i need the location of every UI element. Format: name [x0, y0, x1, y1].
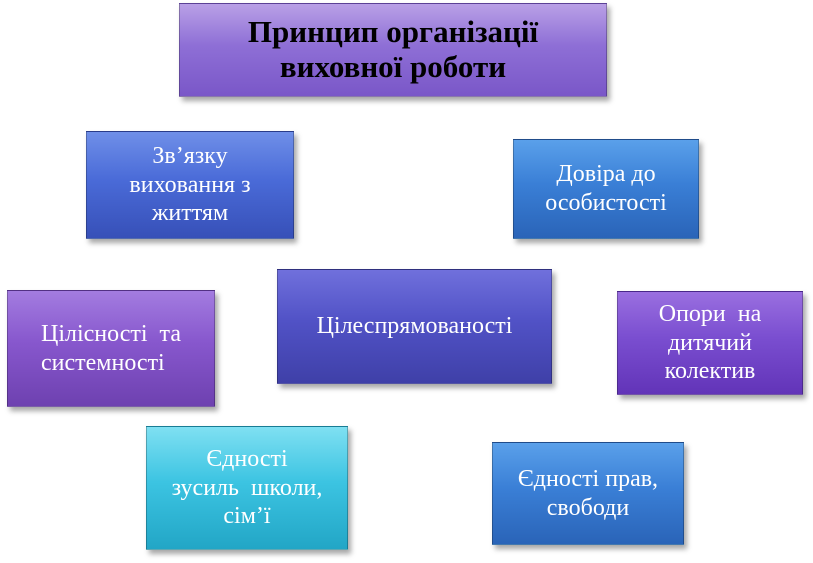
box-line: особистості — [545, 190, 667, 216]
diagram-title: Принцип організації виховної роботи — [179, 3, 607, 97]
box-line: колектив — [664, 358, 756, 385]
principle-box-connection-with-life: Зв’язку виховання з життям — [86, 131, 294, 239]
box-line: сім’ї — [223, 503, 271, 530]
box-line: виховання з — [129, 171, 251, 198]
box-line: Цілеспрямованості — [316, 313, 513, 340]
box-line: життям — [151, 200, 229, 227]
box-line: Опори на — [658, 300, 762, 327]
principle-box-purposefulness: Цілеспрямованості — [277, 269, 552, 384]
title-line-1: Принцип організації — [247, 14, 539, 50]
box-line: системності — [41, 349, 165, 376]
box-line: Цілісності та — [41, 320, 181, 347]
box-line: Зв’язку — [152, 142, 228, 169]
principle-box-reliance-on-collective: Опори на дитячий колектив — [617, 291, 803, 395]
principle-box-trust-in-personality: Довіра до особистості — [513, 139, 699, 239]
box-line: Єдності прав, — [517, 465, 659, 492]
box-line: свободи — [546, 494, 630, 521]
principle-box-unity-of-rights-and-freedom: Єдності прав, свободи — [492, 442, 684, 545]
principle-box-unity-of-school-and-family: Єдності зусиль школи, сім’ї — [146, 426, 348, 550]
box-line: Довіра до — [556, 161, 656, 188]
box-line: Єдності — [206, 445, 288, 472]
title-line-2: виховної роботи — [279, 49, 507, 84]
principle-box-integrity-and-systematicity: Цілісності та системності — [7, 290, 215, 407]
box-line: дитячий — [667, 329, 752, 356]
box-line: зусиль школи, — [171, 474, 323, 501]
